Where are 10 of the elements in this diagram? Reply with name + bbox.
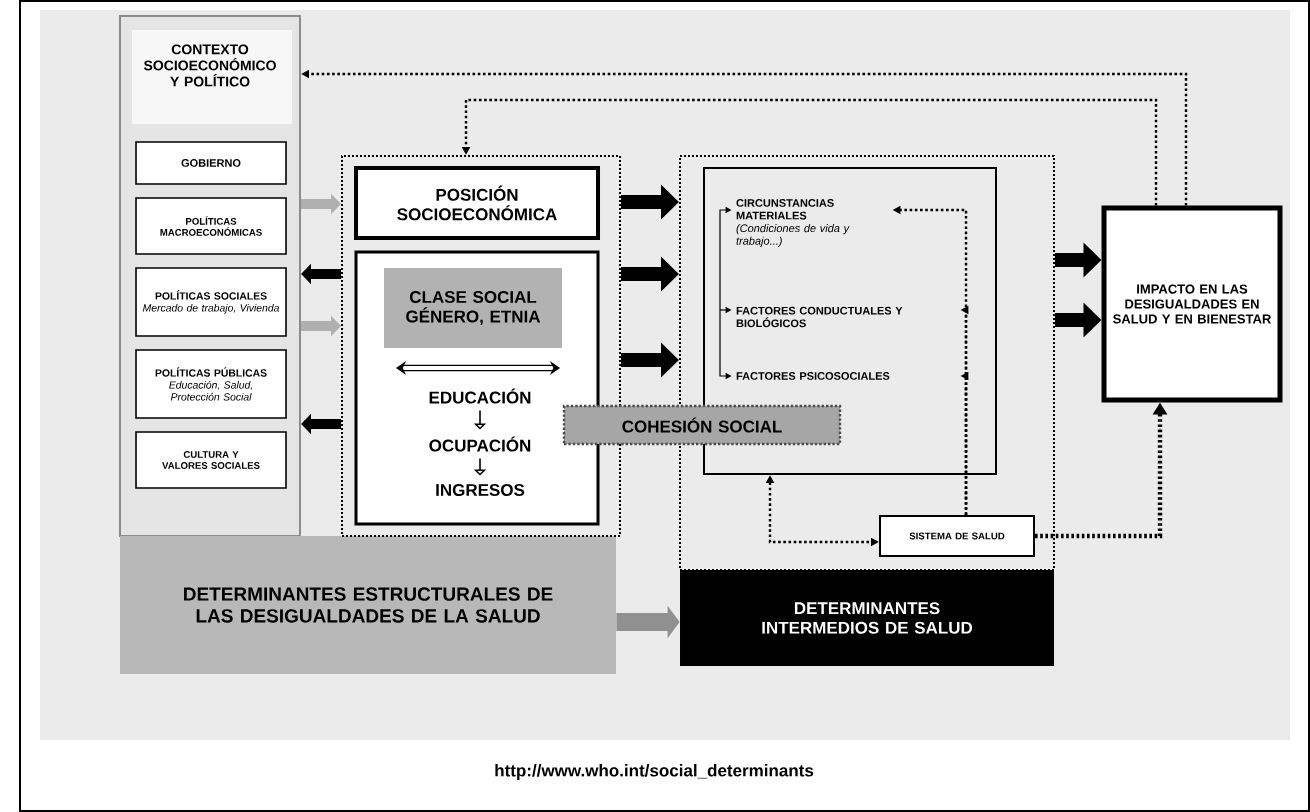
dotted-frame xyxy=(341,155,621,537)
position-box: POSICIÓN SOCIOECONÓMICA xyxy=(354,166,600,240)
structural-band: DETERMINANTES ESTRUCTURALES DE LAS DESIGUALDADES DE LA SALUD xyxy=(120,536,616,674)
factor-text: INGRESOS xyxy=(436,484,525,496)
intermediate-band: DETERMINANTES INTERMEDIOS DE SALUD xyxy=(680,570,1054,666)
source-url: http://www.who.int/social_determinants xyxy=(495,764,814,780)
cohesion-box: COHESIÓN SOCIAL xyxy=(562,404,842,446)
class-box: CLASE SOCIAL GÉNERO, ETNIA xyxy=(384,268,562,348)
factor-text: OCUPACIÓN xyxy=(429,436,531,452)
factor-text: EDUCACIÓN xyxy=(429,388,531,404)
